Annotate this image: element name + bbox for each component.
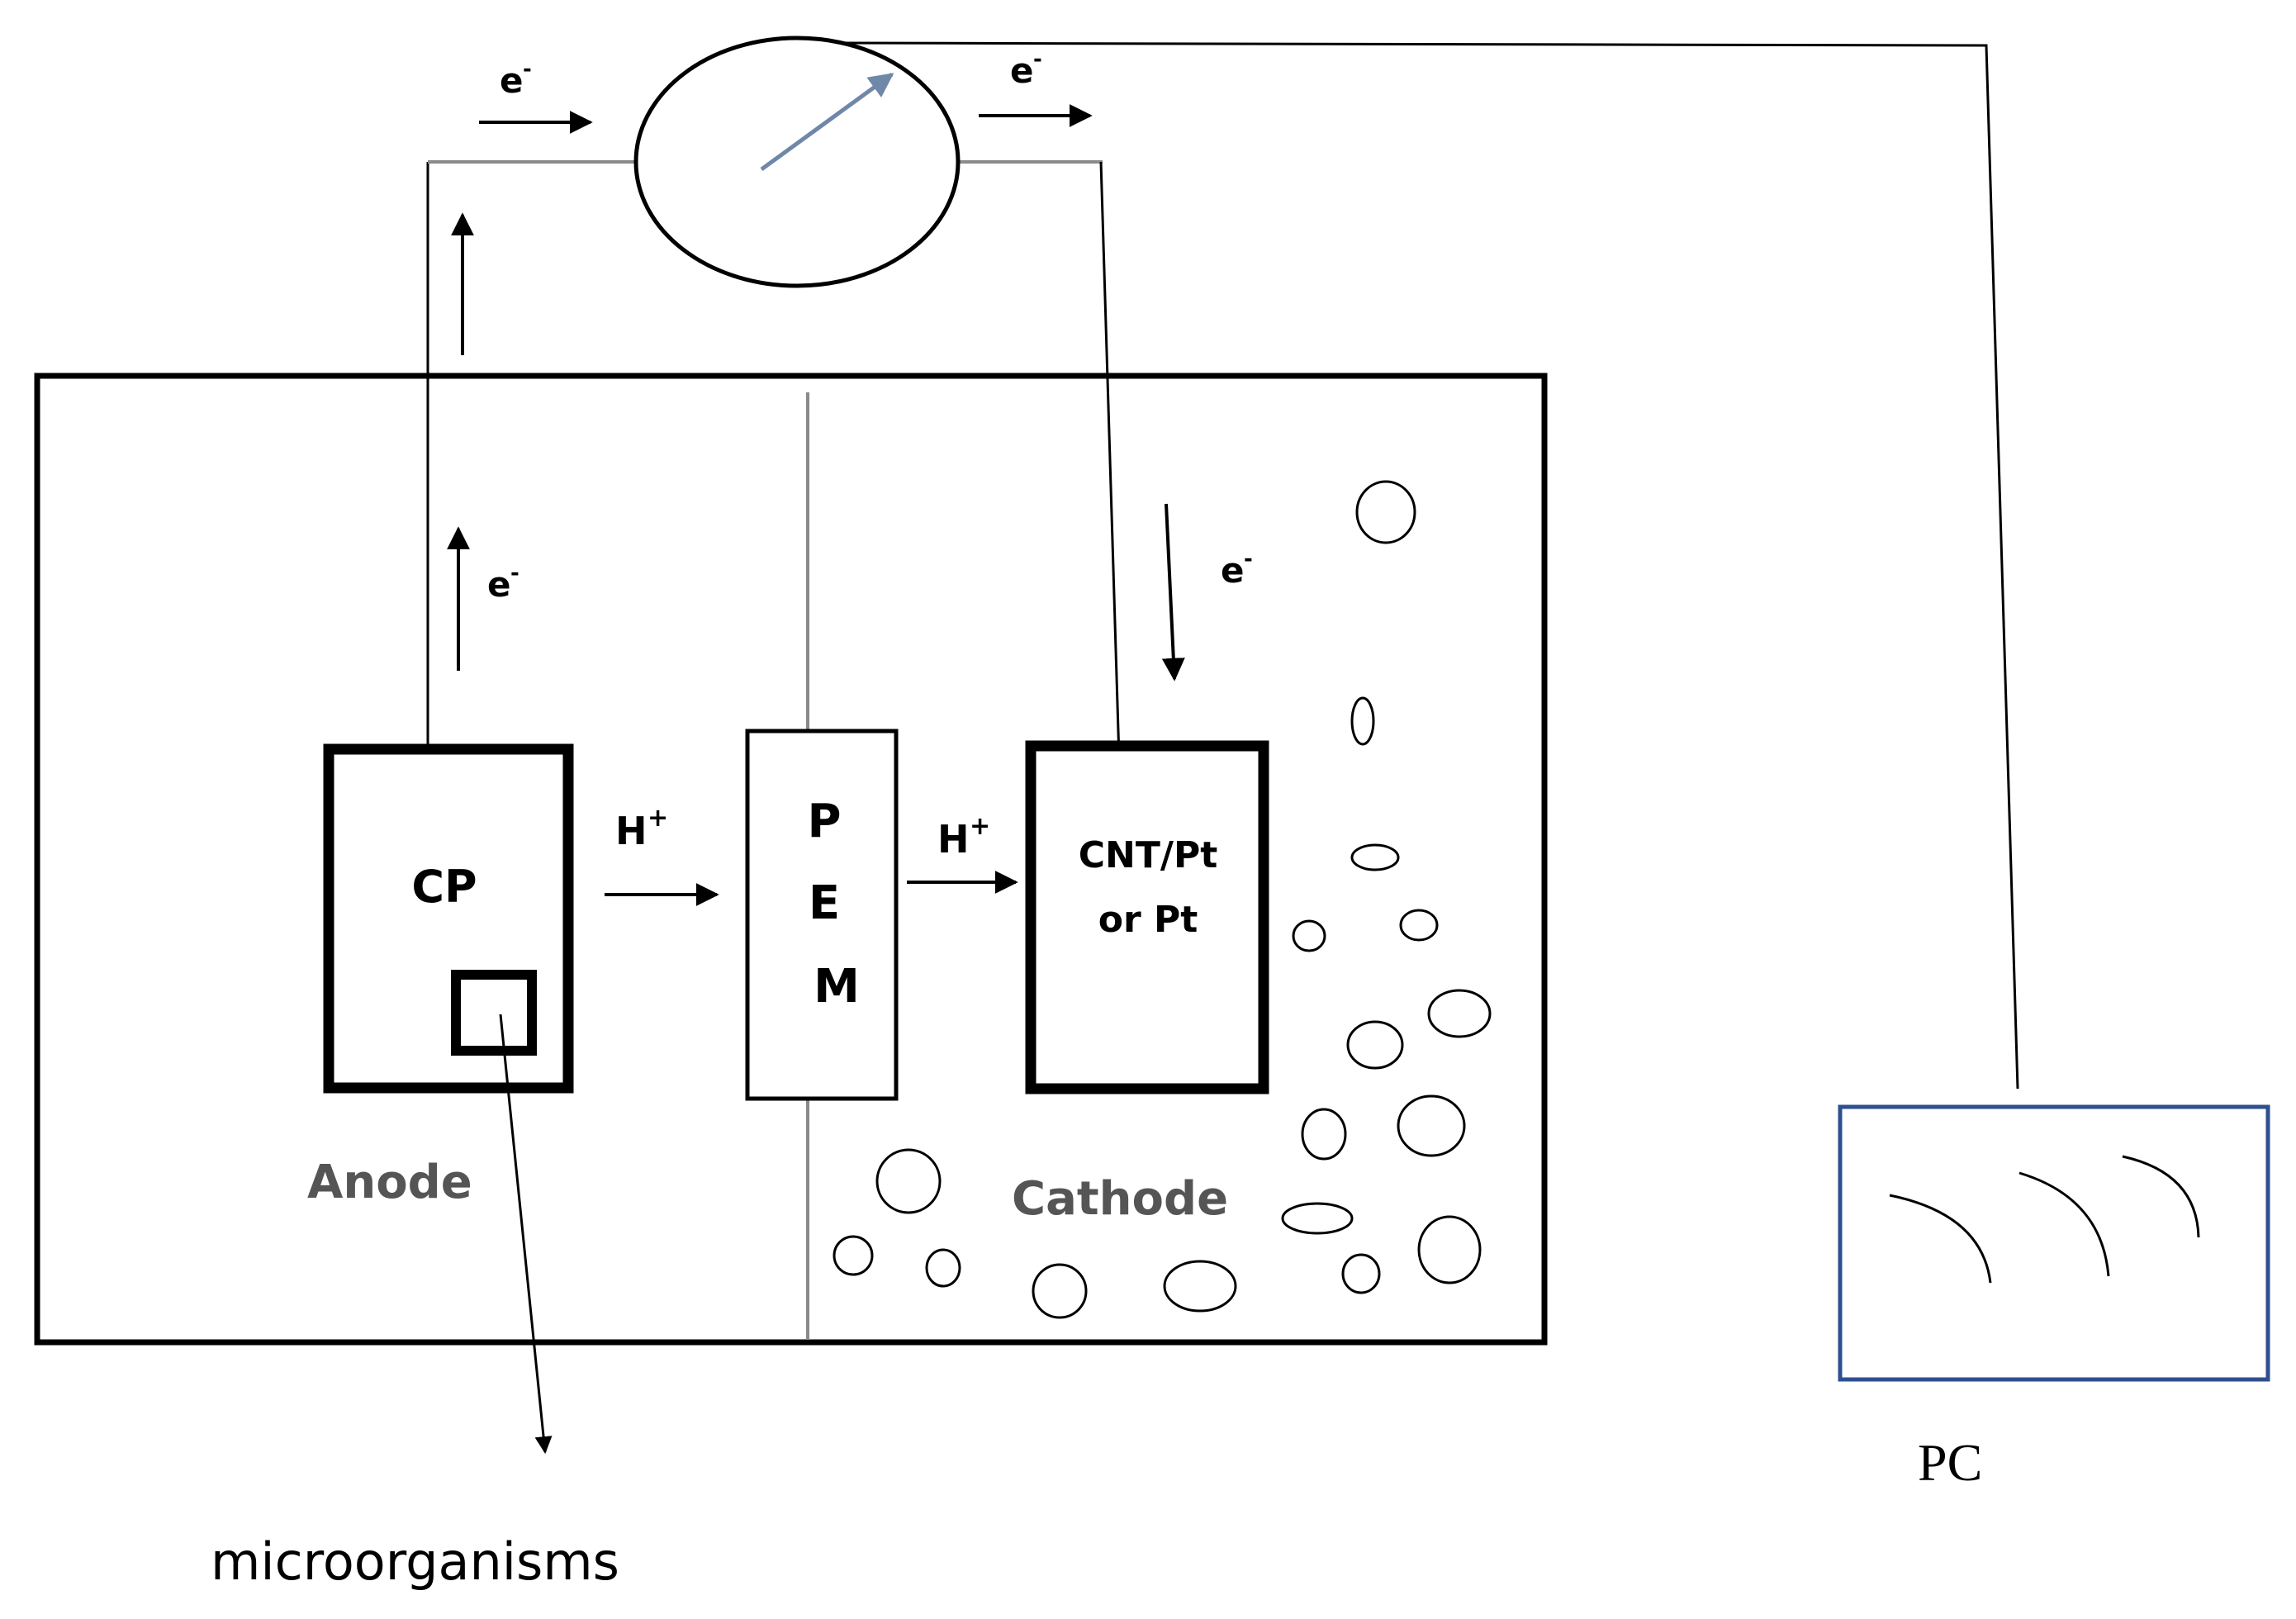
bubble xyxy=(1281,1202,1354,1235)
bubble xyxy=(1350,843,1400,871)
signal-arc xyxy=(1889,1194,1992,1284)
anode-material-label: CP xyxy=(411,861,477,913)
bubble xyxy=(1417,1215,1482,1284)
pem-letter-p: P xyxy=(807,795,841,848)
anode-electrode xyxy=(323,743,574,1094)
pem-letter-e: E xyxy=(809,876,840,930)
cathode-wire-vertical xyxy=(1099,161,1121,759)
microorganism-square xyxy=(451,970,537,1056)
svg-text:-: - xyxy=(1244,547,1253,572)
svg-text:-: - xyxy=(1033,47,1042,72)
svg-text:e: e xyxy=(487,564,511,605)
bubble xyxy=(925,1248,961,1288)
electron-label-top-left: e - xyxy=(500,57,532,101)
cathode-material-line1: CNT/Pt xyxy=(1079,834,1217,876)
bubble xyxy=(1355,480,1416,544)
bubble xyxy=(833,1235,874,1276)
bubble xyxy=(1346,1020,1404,1070)
microorganisms-label: microorganisms xyxy=(211,1531,619,1592)
cathode-label: Cathode xyxy=(1012,1172,1228,1226)
svg-text:H: H xyxy=(615,809,648,853)
bubble xyxy=(875,1148,942,1214)
fuel-cell-chamber xyxy=(34,373,1548,1346)
meter-needle xyxy=(760,72,894,172)
cathode-bubbles xyxy=(833,480,1492,1319)
bubble xyxy=(1350,696,1375,746)
cathode-electrode xyxy=(1025,740,1269,1094)
electron-label-top-right: e - xyxy=(1010,47,1042,91)
anode-label: Anode xyxy=(307,1156,472,1209)
svg-text:e: e xyxy=(1221,550,1245,591)
bubble xyxy=(1301,1108,1347,1161)
bubble xyxy=(1397,1094,1466,1157)
microorganisms-pointer xyxy=(499,1014,553,1455)
svg-text:H: H xyxy=(937,817,970,862)
cathode-material-line2: or Pt xyxy=(1098,899,1198,941)
pem-letter-m: M xyxy=(814,960,860,1014)
bubble xyxy=(1163,1260,1237,1313)
electron-label-cathode: e - xyxy=(1221,547,1253,591)
pem-membrane xyxy=(745,729,899,1101)
svg-text:e: e xyxy=(1010,50,1034,91)
svg-text:+: + xyxy=(970,812,990,841)
svg-text:+: + xyxy=(648,804,668,833)
pc-wire xyxy=(825,41,2019,1090)
svg-text:e: e xyxy=(500,60,524,101)
bubble xyxy=(1399,909,1439,942)
signal-arc xyxy=(2122,1155,2200,1238)
proton-label-cathode: H + xyxy=(937,812,990,862)
pc-monitor xyxy=(1838,1104,2270,1382)
bubble xyxy=(1427,989,1492,1038)
proton-label-anode: H + xyxy=(615,804,668,853)
svg-text:-: - xyxy=(523,57,532,82)
pc-signal-arcs xyxy=(1889,1155,2200,1284)
bubble xyxy=(1341,1253,1381,1294)
signal-arc xyxy=(2018,1171,2110,1277)
svg-text:-: - xyxy=(510,561,519,586)
pc-label: PC xyxy=(1918,1433,1982,1492)
electron-label-anode: e - xyxy=(487,561,519,605)
bubble xyxy=(1032,1263,1088,1319)
bubble xyxy=(1292,919,1326,952)
meter xyxy=(633,36,961,288)
electron-arrow-cathode-down xyxy=(1161,503,1185,681)
